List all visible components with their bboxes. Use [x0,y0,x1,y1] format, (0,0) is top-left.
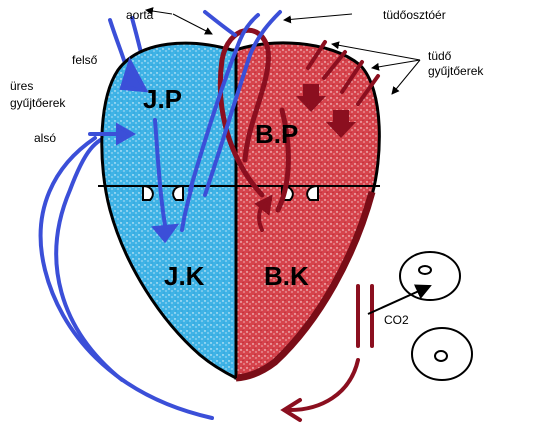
label-pulmonary-veins-2: gyűjtőerek [428,64,484,78]
label-pulmonary-artery: tüdőosztóér [383,8,446,22]
label-right-atrium: J.P [143,84,182,114]
label-inferior: alsó [34,131,56,145]
flow-arrows-right [88,56,194,244]
label-right-ventricle: J.K [164,261,205,291]
aorta-vessel [217,27,291,213]
label-superior: felső [72,53,98,67]
left-ventricle-wall [235,191,376,382]
vena-cava-vessels [38,16,214,420]
flow-arrows-left [254,84,356,232]
label-aorta: aorta [126,8,154,22]
label-pulmonary-veins-1: tüdő [428,49,452,63]
pulmonary-veins [306,40,380,106]
pulmonary-artery-vessel [188,10,282,197]
label-co2: CO2 [384,313,409,327]
label-vena-cava-1: üres [10,79,33,93]
label-left-atrium: B.P [255,119,298,149]
systemic-vessel [280,284,374,422]
label-left-ventricle: B.K [264,261,309,291]
right-heart-side [100,41,238,381]
body-cells [367,251,473,381]
label-pointers [145,7,421,95]
label-vena-cava-2: gyűjtőerek [10,96,66,110]
